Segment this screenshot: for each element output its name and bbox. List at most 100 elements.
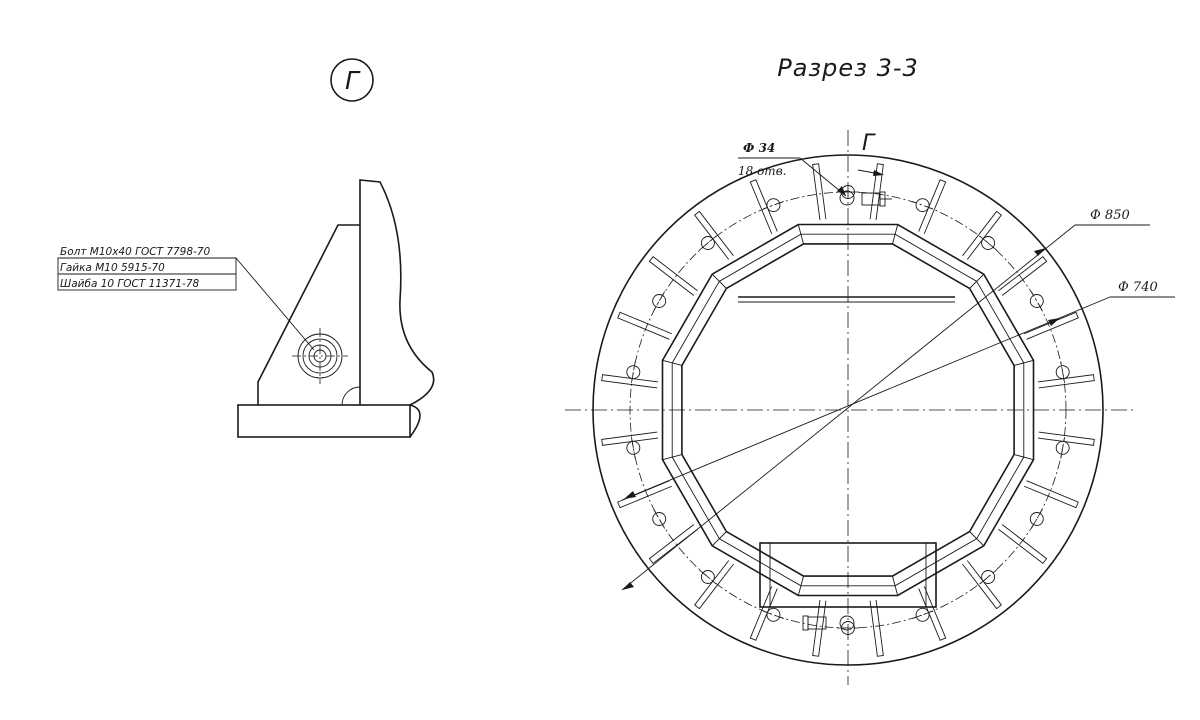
post-profile (359, 179, 435, 406)
top-bolt (839, 190, 892, 207)
rib (601, 374, 659, 389)
hole-centerline (979, 235, 997, 251)
flange-outer-circle (592, 154, 1104, 666)
shell-joint (662, 454, 682, 461)
rib (869, 599, 884, 657)
rib (648, 524, 698, 564)
dim-arrow-740a (624, 491, 636, 499)
hole-callout-leader (799, 157, 847, 197)
rib (998, 524, 1048, 564)
shell-joint (711, 273, 727, 289)
shell-joint (969, 531, 985, 547)
hole-centerline (979, 569, 997, 585)
rib (1024, 480, 1079, 509)
hole-centerline (1030, 509, 1043, 529)
rib (617, 480, 672, 509)
bolt-hole (915, 198, 930, 213)
hole-centerline (1060, 361, 1065, 384)
hole-centerline (1030, 291, 1043, 311)
shell (661, 223, 1035, 597)
shell-joint (711, 531, 727, 547)
gusset (257, 224, 360, 405)
bolt-hole (1029, 294, 1044, 308)
bolt-hole (981, 236, 996, 250)
detail-view-g: Г Болт М10х40 ГОСТ 7798-70 Гайка М10 591… (57, 58, 435, 438)
dim-text-850: Ф 850 (1090, 208, 1130, 223)
dim-line-740 (621, 296, 1111, 501)
shell-outer (661, 223, 1035, 597)
rib (918, 586, 947, 641)
dim-arrow-850b (1034, 248, 1046, 256)
shell-inner (681, 243, 1015, 577)
dim-arrow-850a (622, 582, 634, 590)
rib (1037, 431, 1095, 446)
hole-centerline (762, 610, 784, 619)
shell-joint (1014, 359, 1034, 366)
dim-line-850 (621, 224, 1076, 591)
callout-nut: Гайка М10 5915-70 (60, 262, 165, 274)
rib (918, 179, 947, 234)
base-plate-break (409, 404, 421, 438)
shell-joint (892, 224, 899, 244)
view-label-circle (330, 58, 374, 102)
shell-joint (797, 224, 804, 244)
section-view: Разрез 3-3 (565, 54, 1175, 685)
shell-joint (797, 576, 804, 596)
dim-arrow-740b (1048, 318, 1060, 326)
bolt-holes (626, 185, 1070, 635)
shell-joint (892, 576, 899, 596)
bolt-hole (766, 607, 781, 622)
bolt-hole (915, 607, 930, 622)
bottom-bolt (802, 615, 855, 631)
rib (694, 560, 734, 610)
view-mark-arrow (873, 170, 884, 176)
shell-joint (969, 273, 985, 289)
bolt-hole (652, 294, 667, 308)
hole-diameter: Ф 34 (743, 141, 775, 155)
rib (749, 179, 778, 234)
bolt-hole (981, 570, 996, 584)
rib (749, 586, 778, 641)
rib (998, 256, 1048, 296)
hole-centerline (631, 436, 636, 459)
hole-centerline (1060, 436, 1065, 459)
dim-text-740: Ф 740 (1118, 280, 1158, 295)
bolt-hole (652, 512, 667, 526)
bolt-hole (1029, 512, 1044, 526)
rib (694, 210, 734, 260)
bolt-hole (1055, 440, 1070, 455)
rib (962, 210, 1002, 260)
view-label: Г (345, 66, 361, 95)
bolt-hole (700, 236, 715, 250)
hole-centerline (912, 610, 934, 619)
shell-joint (662, 359, 682, 366)
bolt-circle (629, 191, 1067, 629)
hole-centerline (912, 201, 934, 210)
bolt-hole (700, 570, 715, 584)
hole-centerline (699, 235, 717, 251)
rib (812, 163, 827, 221)
rib (601, 431, 659, 446)
rib (1024, 311, 1079, 340)
bottom-box (759, 542, 937, 608)
bolt-hole (766, 198, 781, 213)
hole-centerline (762, 201, 784, 210)
rib (812, 599, 827, 657)
bolt-hole (626, 440, 641, 455)
bolt-hole (1055, 365, 1070, 380)
hole-centerline (653, 509, 666, 529)
rib (1037, 374, 1095, 389)
inner-beam (738, 296, 955, 303)
base-plate (237, 404, 411, 438)
weld-fillet (341, 386, 361, 406)
bolt-hole (626, 365, 641, 380)
hole-count: 18 отв. (738, 164, 787, 178)
hole-callout-arrow (837, 186, 846, 196)
rib (648, 256, 698, 296)
callout-washer: Шайба 10 ГОСТ 11371-78 (60, 278, 200, 290)
rib (962, 560, 1002, 610)
shell-joint (1014, 454, 1034, 461)
bolt-assembly (292, 328, 348, 384)
view-mark: Г (862, 131, 876, 156)
